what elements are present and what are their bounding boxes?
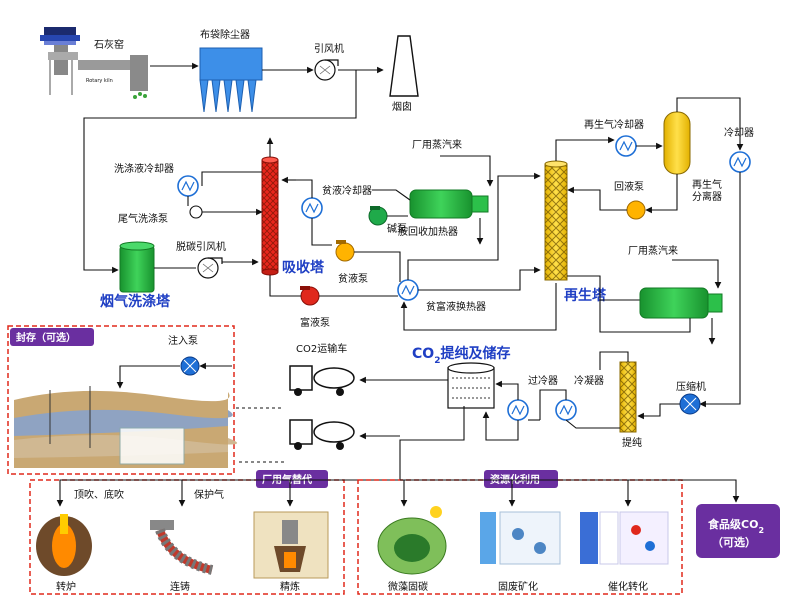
- induced-fan-icon: [314, 59, 339, 81]
- lean-pump-label: 贫液泵: [338, 272, 368, 285]
- induced-fan-label: 引风机: [314, 42, 344, 55]
- inject-pump-label: 注入泵: [168, 334, 198, 347]
- solid-waste-label: 固废矿化: [498, 580, 538, 593]
- alkali-pump-label: 碱泵: [387, 223, 407, 235]
- reflux-pump-label: 回液泵: [614, 180, 644, 193]
- cooler-label: 冷却器: [724, 126, 754, 139]
- regen-sep-label-1: 再生气: [692, 178, 722, 191]
- algae-illustration: [377, 506, 447, 575]
- regen-cooler-label: 再生气冷却器: [584, 118, 644, 131]
- refining-label: 精炼: [280, 580, 300, 593]
- truck-icon: [289, 365, 355, 396]
- refining-illustration: [253, 511, 329, 579]
- catalysis-label: 催化转化: [608, 580, 648, 593]
- regen-sep-label-2: 分离器: [692, 190, 722, 203]
- tail-pump-label: 尾气洗涤泵: [118, 212, 168, 225]
- compressor-label: 压缩机: [676, 380, 706, 393]
- lean-pump-icon: [335, 240, 355, 262]
- purification-column: [619, 361, 637, 433]
- amine-heater-label: 胺回收加热器: [398, 225, 458, 238]
- top-bottom-blow-label: 顶吹、底吹: [74, 488, 124, 501]
- lean-rich-hx-label: 贫富液换热器: [426, 300, 486, 313]
- reboiler-heater: [639, 287, 723, 319]
- amine-recovery-heater: [409, 189, 489, 219]
- cooler-icon: [729, 151, 751, 173]
- chimney-label: 烟囱: [392, 100, 412, 113]
- aftercooler-label: 过冷器: [528, 374, 558, 387]
- flue-scrubber-tower: [119, 241, 155, 293]
- rich-pump-icon: [300, 286, 320, 306]
- lean-liquid-cooler-icon: [301, 197, 323, 219]
- plant-steam-label-1: 厂用蒸汽来: [412, 138, 462, 151]
- decarb-fan-icon: [197, 257, 223, 279]
- lime-kiln-label: 石灰窑: [94, 38, 124, 51]
- casting-illustration: [150, 520, 214, 575]
- gas-sub-badge: [256, 470, 328, 488]
- purify-label: 提纯: [622, 436, 642, 449]
- regenerator-label: 再生塔: [564, 287, 607, 304]
- condenser-icon: [555, 399, 577, 421]
- casting-label: 连铸: [170, 580, 190, 593]
- regenerator-column: [544, 160, 568, 281]
- converter-illustration: [36, 514, 92, 576]
- plant-steam-label-2: 厂用蒸汽来: [628, 244, 678, 257]
- truck-label: CO2运输车: [296, 342, 347, 355]
- decarb-fan-label: 脱碳引风机: [176, 240, 226, 253]
- storage-badge-label: 封存（可选）: [16, 331, 76, 344]
- food-grade-badge: [696, 504, 780, 558]
- absorber-label: 吸收塔: [282, 259, 325, 276]
- alkali-pump-icon: [368, 206, 388, 226]
- svg-text:Rotary kiln: Rotary kiln: [86, 78, 113, 84]
- resource-badge: [484, 470, 558, 488]
- co2-storage-tank: [447, 362, 495, 409]
- compressor-icon: [679, 393, 701, 415]
- lean-cooler-label: 贫液冷却器: [322, 184, 372, 197]
- food-grade-label: 食品级CO2: [708, 517, 764, 535]
- converter-label: 转炉: [56, 580, 76, 593]
- scrub-liquid-cooler-icon: [177, 175, 199, 197]
- shield-gas-label: 保护气: [194, 488, 224, 501]
- inject-pump-icon: [180, 356, 200, 376]
- chimney-icon: [389, 35, 419, 97]
- bag-filter: [199, 47, 263, 113]
- geology-illustration: [14, 386, 238, 468]
- algae-label: 微藻固碳: [388, 580, 428, 593]
- condenser-label: 冷凝器: [574, 374, 604, 387]
- catalysis-illustration: [580, 511, 669, 565]
- storage-box: [7, 325, 235, 475]
- regen-gas-separator: [663, 111, 691, 175]
- aftercooler-icon: [507, 399, 529, 421]
- absorber-column: [261, 156, 279, 276]
- rich-pump-label: 富液泵: [300, 316, 330, 329]
- scrub-cooler-label: 洗涤液冷却器: [114, 162, 174, 175]
- regen-gas-cooler-icon: [615, 135, 637, 157]
- flue-scrubber-label: 烟气洗涤塔: [100, 293, 171, 310]
- truck-icon: [289, 419, 355, 450]
- co2-purify-title: CO2提纯及储存: [412, 345, 510, 366]
- storage-badge: [10, 328, 94, 346]
- food-grade-optional: （可选）: [712, 535, 756, 549]
- lean-rich-exchanger-icon: [397, 279, 419, 301]
- lime-kiln: Rotary kiln: [40, 27, 148, 99]
- reflux-pump-icon: [626, 200, 646, 220]
- solid-waste-illustration: [480, 511, 561, 565]
- bag-filter-label: 布袋除尘器: [200, 28, 250, 41]
- tail-gas-pump-icon: [189, 205, 203, 219]
